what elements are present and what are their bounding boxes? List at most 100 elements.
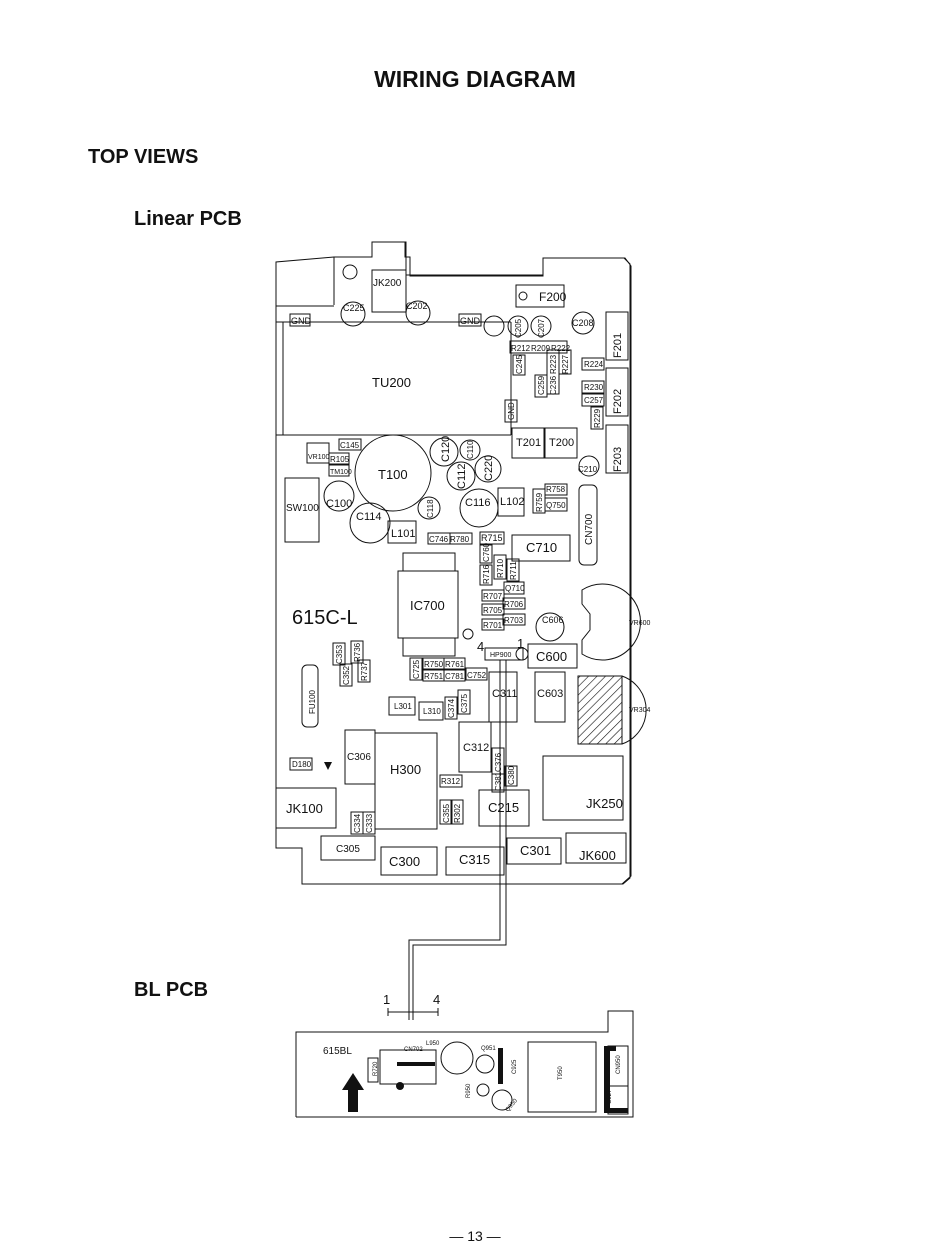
page-number: — 13 —	[449, 1228, 501, 1244]
label-c927: C927	[607, 1089, 613, 1104]
label-r302: R302	[453, 803, 462, 823]
label-t201: T201	[516, 437, 541, 449]
label-c110: C110	[466, 440, 475, 459]
label-c301: C301	[520, 843, 551, 858]
label-r222: R222	[551, 344, 571, 353]
c225-capacitor	[340, 301, 366, 327]
label-c603: C603	[537, 688, 563, 700]
bl-board-model: 615BL	[323, 1046, 352, 1057]
label-c225: C225	[343, 303, 365, 313]
label-q951: Q951	[481, 1046, 496, 1052]
bl-pin-4-label: 4	[433, 992, 440, 1007]
label-r706: R706	[504, 600, 524, 609]
label-c118: C118	[426, 499, 435, 518]
sw100-switch	[284, 477, 320, 543]
label-r950: R950	[466, 1083, 472, 1098]
label-jk200: JK200	[373, 278, 402, 289]
label-cn702: CN702	[404, 1047, 423, 1053]
label-r761: R761	[445, 660, 465, 669]
pin-4-label: 4	[477, 639, 484, 654]
t100-transformer	[354, 434, 432, 512]
label-f201: F201	[612, 333, 624, 358]
cn700-connector	[578, 484, 598, 566]
label-t100: T100	[378, 467, 408, 482]
label-c725: C725	[412, 659, 421, 679]
bl-pcb-marks	[324, 762, 628, 1113]
label-r758: R758	[546, 485, 566, 494]
label-tm100: TM100	[330, 469, 352, 476]
vr600-pot	[581, 583, 641, 661]
label-r720: R720	[373, 1061, 379, 1076]
label-c305: C305	[336, 844, 360, 855]
label-c781: C781	[445, 672, 465, 681]
label-r223: R223	[549, 354, 558, 374]
label-c120: C120	[440, 436, 452, 462]
label-c210: C210	[578, 465, 598, 474]
label-r759: R759	[535, 492, 544, 512]
label-c353: C353	[335, 644, 344, 664]
label-c315: C315	[459, 852, 490, 867]
label-l102: L102	[500, 496, 524, 508]
label-vr100: VR100	[308, 454, 330, 461]
label-r224: R224	[584, 360, 604, 369]
label-r209: R209	[531, 344, 551, 353]
label-c375: C375	[460, 693, 469, 713]
label-vr600: VR600	[629, 620, 651, 627]
label-r736: R736	[353, 642, 362, 662]
label-h300: H300	[390, 762, 421, 777]
label-q750: Q750	[546, 501, 566, 510]
label-c760: C760	[482, 542, 491, 562]
label-c145: C145	[340, 441, 360, 450]
label-r715: R715	[481, 533, 503, 543]
label-c207: C207	[537, 318, 546, 338]
h300-block	[374, 732, 438, 830]
label-r227: R227	[561, 354, 570, 374]
label-vr304: VR304	[629, 707, 651, 714]
c202-capacitor	[405, 300, 431, 326]
label-r707: R707	[483, 592, 503, 601]
label-r716: R716	[482, 564, 491, 584]
page-title: WIRING DIAGRAM	[374, 66, 576, 92]
label-l310: L310	[423, 707, 441, 716]
label-c220: C220	[483, 455, 495, 481]
up-arrow-icon	[342, 1073, 364, 1112]
label-f200: F200	[539, 290, 567, 304]
label-r751: R751	[424, 672, 444, 681]
label-c215: C215	[488, 800, 519, 815]
label-ic700: IC700	[410, 598, 445, 613]
label-c380: C380	[507, 765, 516, 785]
label-t950: T950	[558, 1066, 564, 1080]
label-r750: R750	[424, 660, 444, 669]
label-c376: C376	[494, 752, 503, 772]
label-c752: C752	[467, 671, 487, 680]
label-c116: C116	[465, 497, 490, 509]
label-l301: L301	[394, 702, 412, 711]
jk100-jack	[275, 787, 337, 829]
label-c100: C100	[326, 498, 352, 510]
jk250-jack	[542, 755, 624, 821]
label-c300: C300	[389, 854, 420, 869]
label-q710: Q710	[505, 584, 525, 593]
label-cn950: CN950	[616, 1055, 622, 1074]
label-jk250: JK250	[586, 796, 623, 811]
label-c245: C245	[515, 354, 524, 374]
label-r701: R701	[483, 621, 503, 630]
f200-fuse	[515, 284, 565, 308]
label-c746: C746	[429, 535, 449, 544]
label-t200: T200	[549, 437, 574, 449]
label-c374: C374	[447, 698, 456, 718]
label-r705: R705	[483, 606, 503, 615]
label-c259: C259	[537, 375, 546, 395]
label-r710: R710	[496, 558, 505, 578]
label-c257: C257	[584, 396, 604, 405]
diode-mark-icon	[324, 762, 332, 770]
label-r229: R229	[593, 408, 602, 428]
label-c352: C352	[342, 665, 351, 685]
label-c381: C381	[494, 771, 503, 791]
label-c355: C355	[442, 803, 451, 823]
bl-pin-1-label: 1	[383, 992, 390, 1007]
label-r230: R230	[584, 383, 604, 392]
label-gnd-3: GND	[507, 402, 516, 420]
label-d180: D180	[292, 760, 312, 769]
label-c208: C208	[572, 318, 594, 328]
